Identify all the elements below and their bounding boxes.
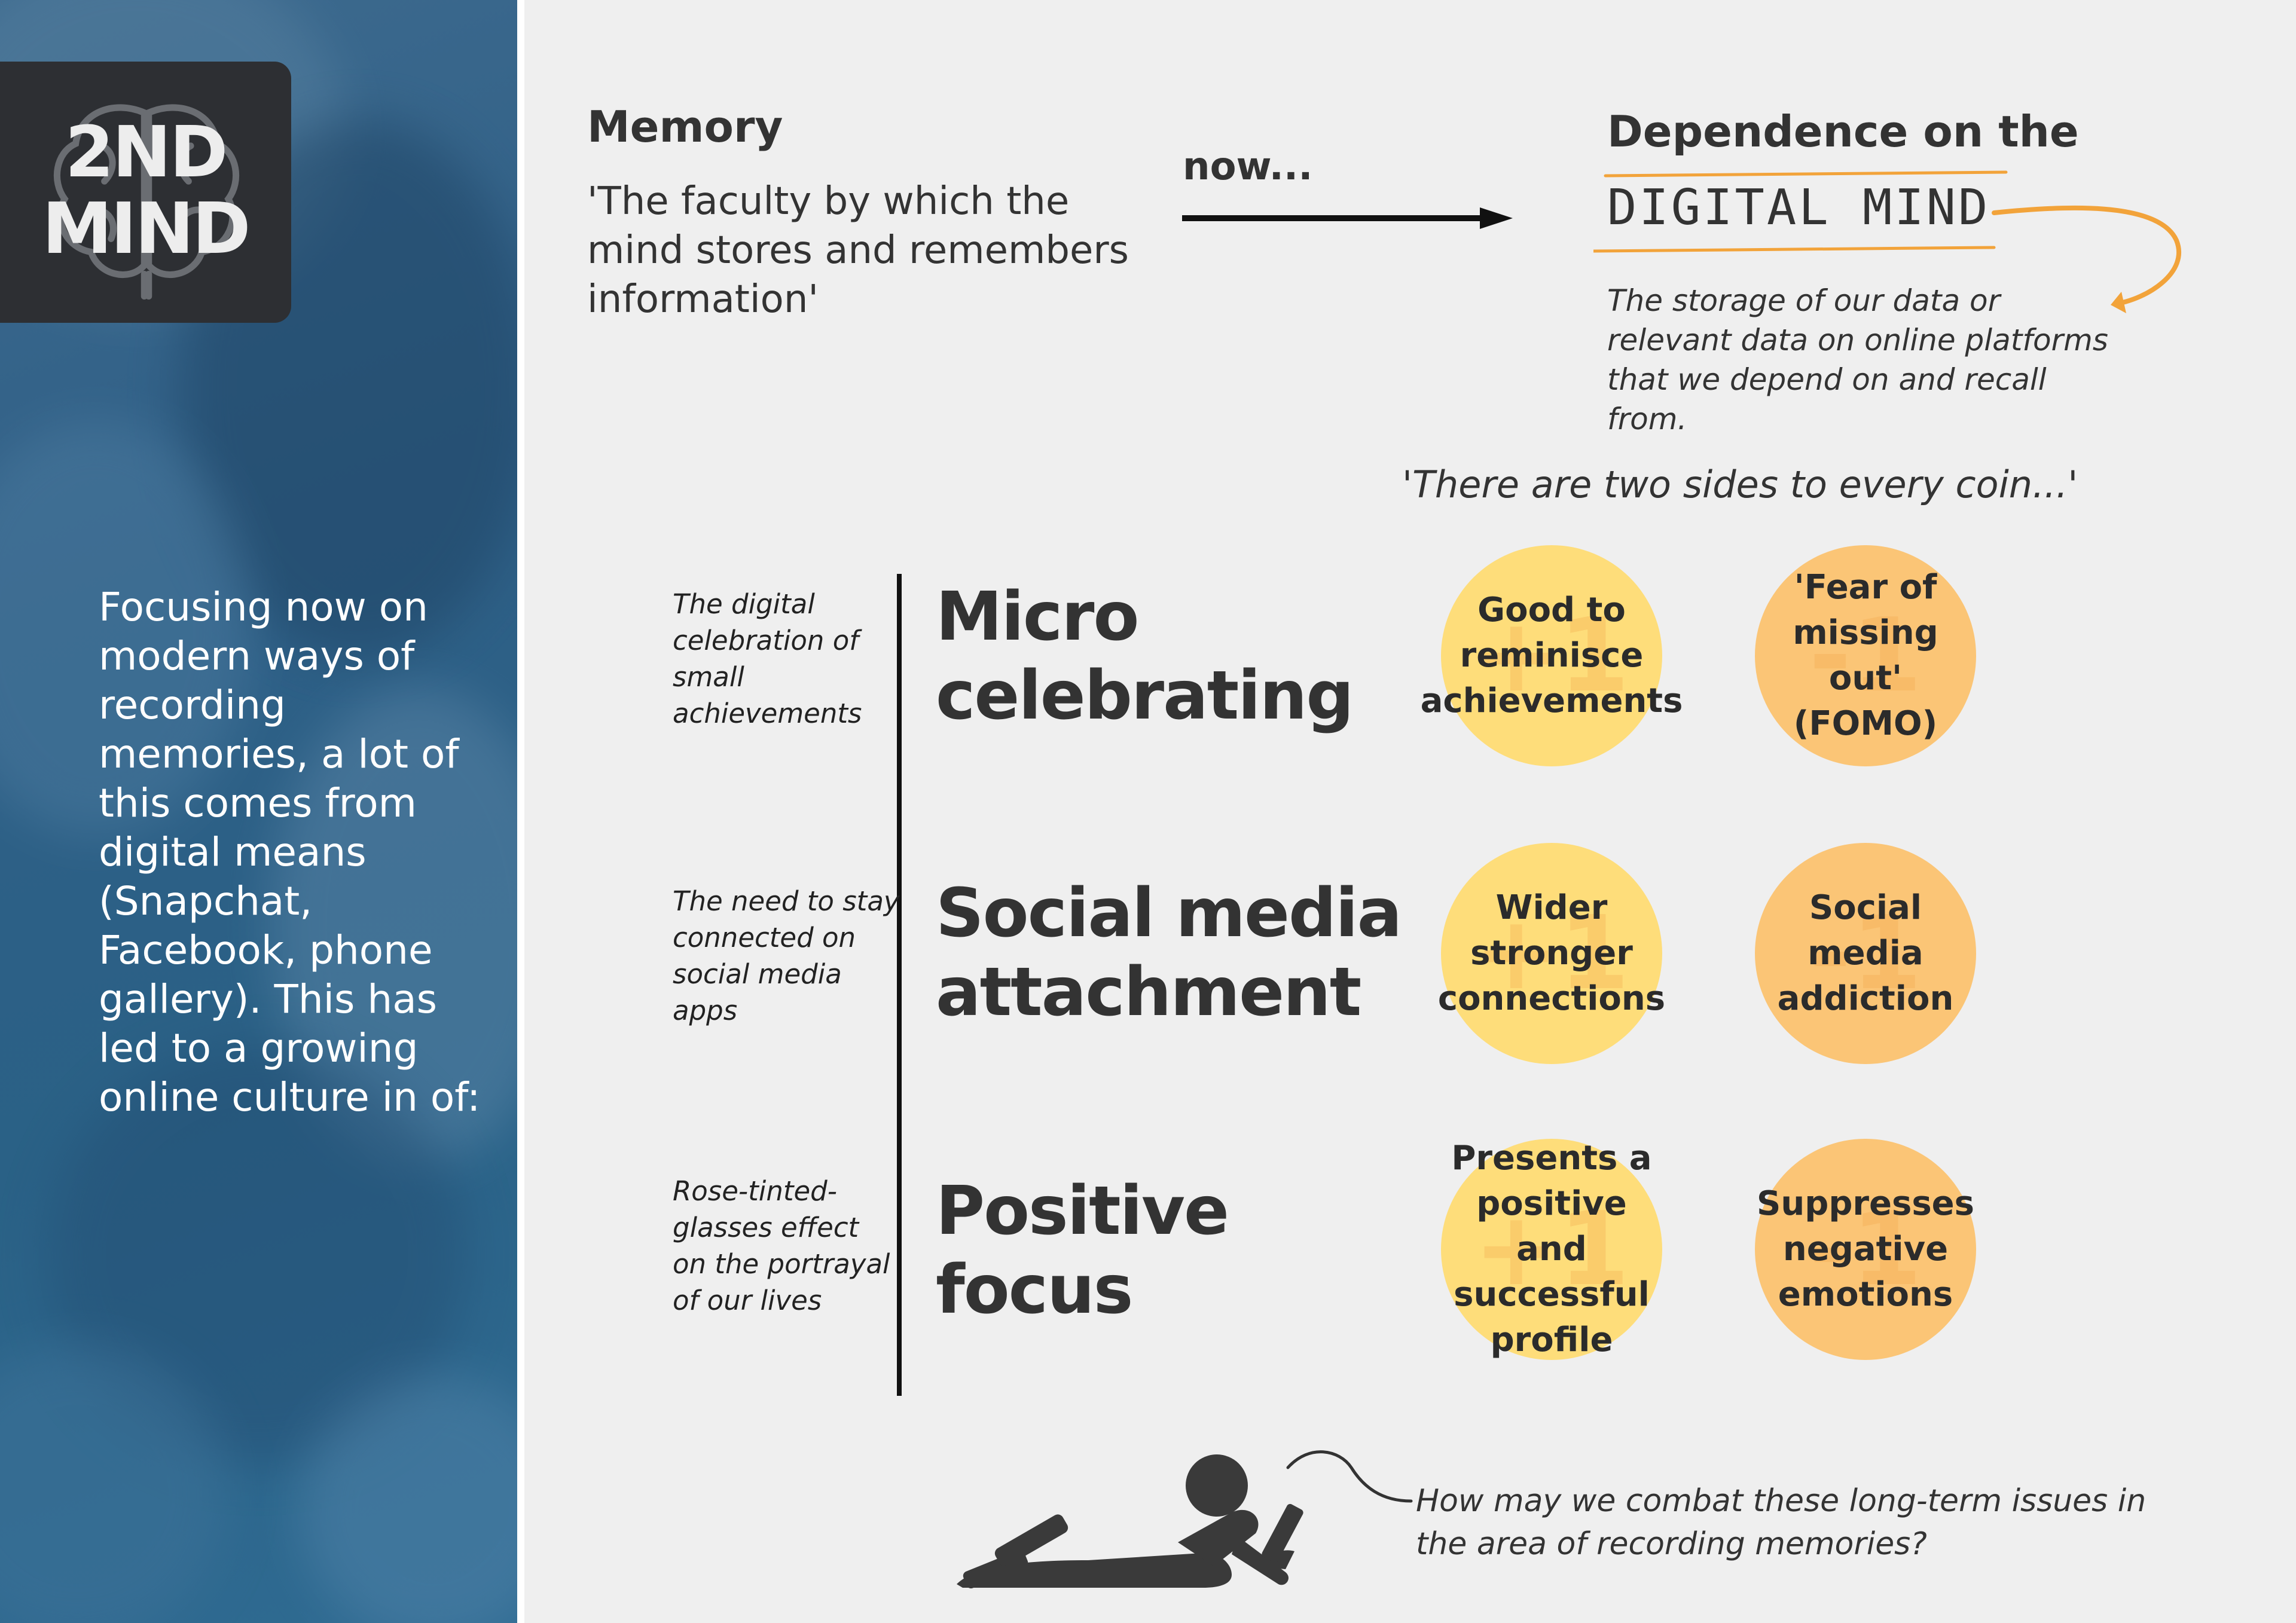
sidebar-paragraph: Focusing now on modern ways of recording… (99, 584, 481, 1120)
brain-icon (53, 104, 240, 300)
positive-circle: +1 Good to reminisce achievements (1421, 545, 1683, 766)
row-description-micro: The digital celebration of small achieve… (673, 588, 862, 729)
positive-circle-text: Wider stronger connections (1437, 888, 1666, 1018)
logo: 2ND MIND (0, 62, 291, 323)
positive-circle-text: Good to reminisce achievements (1420, 591, 1683, 720)
minus-one-watermark: -1 (1809, 894, 1922, 1013)
row-title-line: celebrating (936, 657, 1354, 735)
negative-circle-text: 'Fear of missing out' (FOMO) (1793, 568, 1938, 743)
orange-underline-decoration (1593, 170, 2008, 253)
speech-curve-decoration (1286, 1450, 1413, 1503)
row-title-line: attachment (936, 953, 1361, 1031)
arrow-label: now... (1183, 145, 1313, 189)
logo-line-1: 2ND (65, 111, 228, 193)
plus-one-watermark: +1 (1473, 597, 1630, 715)
row-title-social-media-attachment: Social media attachment (936, 874, 1402, 1032)
curved-arrow-icon (1992, 205, 2182, 313)
plus-one-watermark: +1 (1473, 1190, 1630, 1309)
row-description-positive: Rose-tinted-glasses effect on the portra… (673, 1175, 890, 1316)
minus-one-watermark: -1 (1809, 1190, 1922, 1309)
row-title-positive-focus: Positive focus (936, 1172, 1229, 1329)
row-title-line: Positive (936, 1172, 1229, 1250)
row-description-social: The need to stay connected on social med… (673, 885, 900, 1026)
negative-circle: -1 Social media addiction (1755, 843, 1976, 1064)
plus-one-watermark: +1 (1473, 894, 1630, 1013)
digital-mind-label: DIGITAL MIND (1607, 179, 1990, 236)
negative-circle-text: Social media addiction (1777, 888, 1954, 1018)
negative-circle: -1 'Fear of missing out' (FOMO) (1755, 545, 1976, 766)
coin-quote: 'There are two sides to every coin...' (1402, 463, 2078, 506)
digital-definition: The storage of our data or relevant data… (1607, 283, 2108, 436)
sidebar-divider (517, 0, 524, 1623)
logo-line-2: MIND (42, 187, 251, 270)
digital-heading: Dependence on the (1607, 106, 2079, 157)
row-title-line: Micro (936, 578, 1139, 656)
negative-circle: -1 Suppresses negative emotions (1755, 1139, 1976, 1360)
positive-circle: +1 Wider stronger connections (1438, 843, 1665, 1064)
row-title-line: focus (936, 1251, 1133, 1329)
right-arrow-icon (1182, 207, 1513, 229)
negative-circle-text: Suppresses negative emotions (1757, 1184, 1974, 1314)
row-title-micro-celebrating: Micro celebrating (936, 577, 1354, 735)
memory-definition: 'The faculty by which the mind stores an… (587, 179, 1129, 322)
positive-circle-text: Presents a positive and successful profi… (1451, 1139, 1652, 1359)
closing-question: How may we combat these long-term issues… (1416, 1483, 2147, 1562)
row-title-line: Social media (936, 875, 1402, 952)
minus-one-watermark: -1 (1809, 597, 1922, 715)
person-lying-with-phone-icon (957, 1454, 1303, 1589)
memory-heading: Memory (587, 102, 783, 152)
positive-circle: +1 Presents a positive and successful pr… (1441, 1139, 1662, 1360)
vertical-divider (897, 574, 902, 1396)
